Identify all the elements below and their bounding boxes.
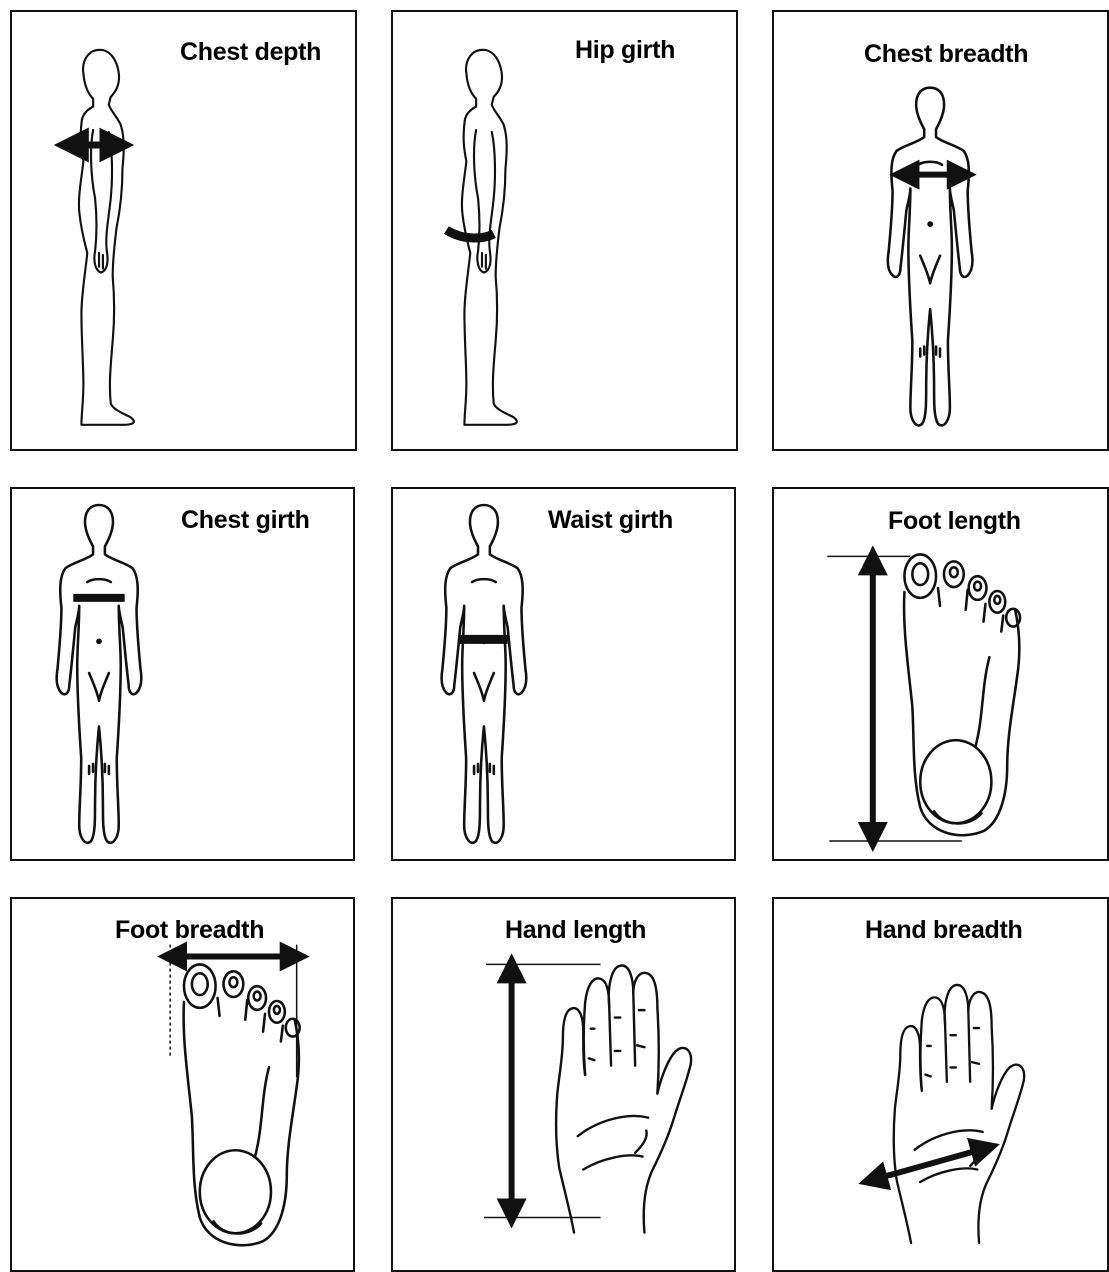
hand-breadth-arrow (873, 1148, 986, 1180)
front-figure-illustration (393, 489, 734, 859)
side-figure-illustration (12, 12, 355, 449)
panel-waist-girth: Waist girth (391, 487, 736, 861)
panel-chest-breadth: Chest breadth (772, 10, 1109, 451)
panel-foot-breadth: Foot breadth (10, 897, 355, 1272)
hand-illustration (393, 899, 734, 1270)
side-figure-illustration (393, 12, 736, 449)
hand-illustration (774, 899, 1107, 1270)
panel-chest-girth: Chest girth (10, 487, 355, 861)
front-figure-illustration (12, 489, 353, 859)
panel-hand-breadth: Hand breadth (772, 897, 1109, 1272)
hip-girth-band (446, 230, 493, 238)
panel-hand-length: Hand length (391, 897, 736, 1272)
panel-foot-length: Foot length (772, 487, 1109, 861)
foot-illustration (12, 899, 353, 1270)
panel-hip-girth: Hip girth (391, 10, 738, 451)
front-figure-illustration (774, 12, 1107, 449)
panel-chest-depth: Chest depth (10, 10, 357, 451)
foot-illustration (774, 489, 1107, 859)
